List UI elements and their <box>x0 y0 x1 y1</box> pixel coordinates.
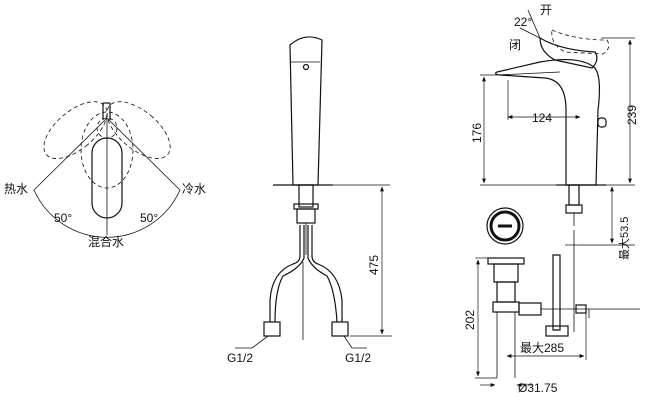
height-475-label: 475 <box>367 255 381 275</box>
fitting-right <box>331 321 349 337</box>
angle-left-label: 50° <box>54 211 72 225</box>
faucet-body <box>289 36 323 186</box>
hose-right <box>307 225 338 323</box>
spout-height-label: 176 <box>470 123 484 143</box>
mounting-shank <box>298 184 314 208</box>
handle-ghost-right <box>106 101 171 159</box>
pop-up-knob <box>597 117 607 128</box>
drain-cap-circle <box>486 207 524 245</box>
lever-open <box>551 29 610 55</box>
side-body <box>494 58 601 186</box>
thread-left-label: G1/2 <box>227 351 253 365</box>
hose-left <box>269 225 301 322</box>
rotation-arc <box>33 189 181 238</box>
aerator-dot <box>302 63 310 71</box>
drain-flange <box>487 257 525 265</box>
base-outline <box>80 111 134 189</box>
lever-angle-label: 22° <box>514 15 532 29</box>
drain-dia-label: Ø31.75 <box>518 381 558 395</box>
top-view: 热水 冷水 50° 50° 混合水 <box>4 101 206 249</box>
fitting-left <box>263 321 281 337</box>
max-thickness-label: 最大53.5 <box>617 217 631 260</box>
angle-right-label: 50° <box>140 211 158 225</box>
open-label: 开 <box>540 3 552 17</box>
hot-ray <box>33 117 108 191</box>
side-view: 22° 开 闭 124 176 239 最大53.5 <box>463 3 640 395</box>
closed-label: 闭 <box>509 38 521 52</box>
max-reach-label: 最大285 <box>520 341 564 355</box>
spout-reach-label: 124 <box>532 111 552 125</box>
hot-water-label: 热水 <box>4 182 28 196</box>
spout-top <box>96 117 118 139</box>
lift-rod <box>552 254 561 331</box>
thread-right-label: G1/2 <box>345 351 371 365</box>
total-height-label: 239 <box>625 105 639 125</box>
handle-ghost-left <box>43 101 108 159</box>
lever-closed <box>539 36 598 69</box>
drain-outlet <box>518 302 542 316</box>
drain-height-label: 202 <box>463 310 477 330</box>
mixed-water-label: 混合水 <box>88 234 124 249</box>
front-view: G1/2 G1/2 475 <box>227 36 392 365</box>
cold-ray <box>106 117 181 191</box>
cold-water-label: 冷水 <box>182 182 206 196</box>
locknut <box>296 208 316 224</box>
